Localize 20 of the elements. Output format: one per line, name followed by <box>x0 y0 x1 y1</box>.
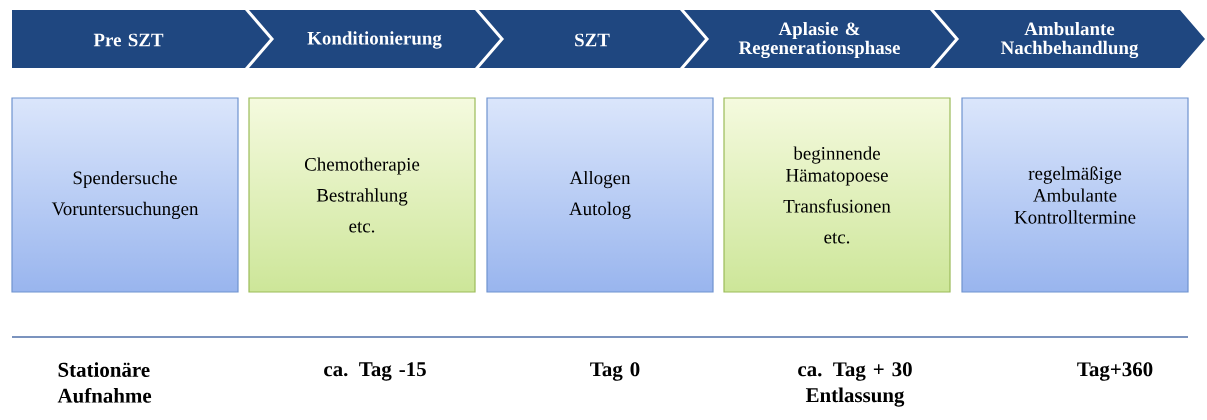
node-label: Pre SZT <box>93 33 164 47</box>
milestone-label: ca. Tag -15 <box>324 362 426 381</box>
process-box: Chemotherapie Bestrahlung etc. <box>248 97 476 293</box>
milestone-label: Tag+360 <box>1077 362 1153 381</box>
node-label: Aplasie & Regenerationsphase <box>738 21 900 59</box>
chevron-band: Ambulante Nachbehandlung <box>934 10 1205 68</box>
chevron-band: Aplasie & Regenerationsphase <box>684 10 955 68</box>
process-box: Allogen Autolog <box>486 97 714 293</box>
milestone-label: ca. Tag + 30 Entlassung <box>798 362 912 407</box>
node-label: SZT <box>575 33 610 47</box>
chevron-band: Pre SZT <box>12 10 270 68</box>
milestone-label: Tag 0 <box>590 362 640 381</box>
process-box: beginnende Hämatopoese Transfusionen etc. <box>723 97 951 293</box>
milestone-label: Stationäre Aufnahme <box>57 362 152 403</box>
process-box: Spendersuche Voruntersuchungen <box>11 97 239 293</box>
node-label: Konditionierung <box>307 31 442 49</box>
node-label: Ambulante Nachbehandlung <box>1000 21 1139 59</box>
chevron-band: SZT <box>479 10 705 68</box>
process-box: regelmäßige Ambulante Kontrolltermine <box>961 97 1189 293</box>
chevron-band: Konditionierung <box>249 10 500 68</box>
